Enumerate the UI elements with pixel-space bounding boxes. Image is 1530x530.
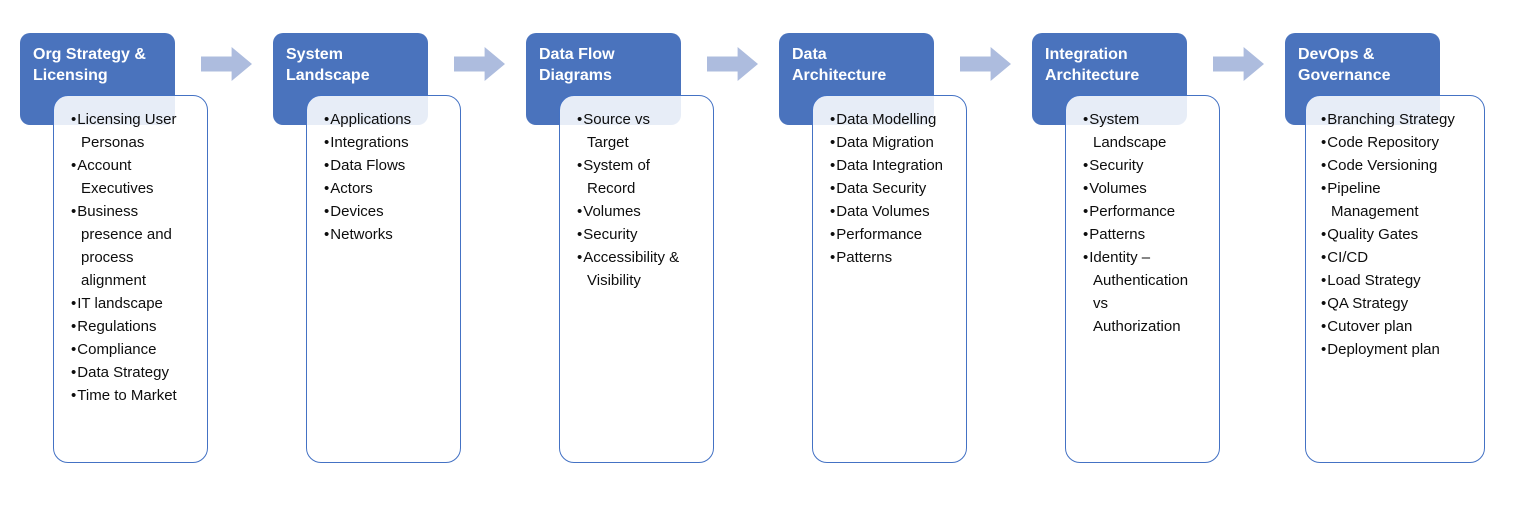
bullet-item: Patterns: [830, 246, 944, 269]
stage-title: Org Strategy & Licensing: [33, 46, 146, 84]
stage-detail-box: Branching StrategyCode RepositoryCode Ve…: [1305, 95, 1485, 463]
bullet-item: Data Flows: [324, 154, 438, 177]
bullet-item: Identity – Authentication vs Authorizati…: [1083, 246, 1197, 338]
bullet-item: Applications: [324, 108, 438, 131]
bullet-item: Data Strategy: [71, 361, 185, 384]
stage-detail-box: Source vs TargetSystem of RecordVolumesS…: [559, 95, 714, 463]
bullet-item: Performance: [830, 223, 944, 246]
stage: Org Strategy & Licensing Licensing User …: [20, 0, 260, 500]
bullet-list: ApplicationsIntegrationsData FlowsActors…: [324, 108, 438, 246]
bullet-item: Code Repository: [1321, 131, 1459, 154]
bullet-item: Data Security: [830, 177, 944, 200]
stage-title: Integration Architecture: [1045, 46, 1140, 84]
bullet-item: Data Modelling: [830, 108, 944, 131]
bullet-item: Cutover plan: [1321, 315, 1459, 338]
bullet-item: Security: [1083, 154, 1197, 177]
bullet-list: Licensing User PersonasAccount Executive…: [71, 108, 185, 407]
bullet-item: Quality Gates: [1321, 223, 1459, 246]
bullet-item: Business presence and process alignment: [71, 200, 185, 292]
bullet-item: Regulations: [71, 315, 185, 338]
bullet-item: Security: [577, 223, 691, 246]
stage: System Landscape ApplicationsIntegration…: [273, 0, 513, 500]
stage: DevOps & Governance Branching StrategyCo…: [1285, 0, 1525, 500]
bullet-item: Data Migration: [830, 131, 944, 154]
bullet-item: Networks: [324, 223, 438, 246]
bullet-item: Integrations: [324, 131, 438, 154]
bullet-item: Accessibility & Visibility: [577, 246, 691, 292]
stage-detail-box: ApplicationsIntegrationsData FlowsActors…: [306, 95, 461, 463]
bullet-list: Branching StrategyCode RepositoryCode Ve…: [1321, 108, 1459, 361]
bullet-item: Code Versioning: [1321, 154, 1459, 177]
bullet-item: System Landscape: [1083, 108, 1197, 154]
bullet-list: Source vs TargetSystem of RecordVolumesS…: [577, 108, 691, 292]
bullet-item: Branching Strategy: [1321, 108, 1459, 131]
bullet-item: Source vs Target: [577, 108, 691, 154]
bullet-item: Account Executives: [71, 154, 185, 200]
stage-title: System Landscape: [286, 46, 370, 84]
bullet-item: Devices: [324, 200, 438, 223]
bullet-item: Volumes: [577, 200, 691, 223]
bullet-list: Data ModellingData MigrationData Integra…: [830, 108, 944, 269]
bullet-item: Performance: [1083, 200, 1197, 223]
stage-detail-box: System LandscapeSecurityVolumesPerforman…: [1065, 95, 1220, 463]
stage-detail-box: Data ModellingData MigrationData Integra…: [812, 95, 967, 463]
bullet-item: Time to Market: [71, 384, 185, 407]
bullet-item: IT landscape: [71, 292, 185, 315]
stage: Data Flow Diagrams Source vs TargetSyste…: [526, 0, 766, 500]
stage: Integration Architecture System Landscap…: [1032, 0, 1272, 500]
bullet-item: Data Integration: [830, 154, 944, 177]
stage: Data Architecture Data ModellingData Mig…: [779, 0, 1019, 500]
bullet-item: Compliance: [71, 338, 185, 361]
stage-title: DevOps & Governance: [1298, 46, 1391, 84]
bullet-item: Data Volumes: [830, 200, 944, 223]
bullet-item: System of Record: [577, 154, 691, 200]
bullet-item: CI/CD: [1321, 246, 1459, 269]
stage-detail-box: Licensing User PersonasAccount Executive…: [53, 95, 208, 463]
bullet-item: Pipeline Management: [1321, 177, 1459, 223]
bullet-list: System LandscapeSecurityVolumesPerforman…: [1083, 108, 1197, 338]
stage-title: Data Architecture: [792, 46, 887, 84]
bullet-item: Patterns: [1083, 223, 1197, 246]
bullet-item: Actors: [324, 177, 438, 200]
bullet-item: Load Strategy: [1321, 269, 1459, 292]
bullet-item: Volumes: [1083, 177, 1197, 200]
bullet-item: QA Strategy: [1321, 292, 1459, 315]
stage-title: Data Flow Diagrams: [539, 46, 615, 84]
bullet-item: Deployment plan: [1321, 338, 1459, 361]
bullet-item: Licensing User Personas: [71, 108, 185, 154]
